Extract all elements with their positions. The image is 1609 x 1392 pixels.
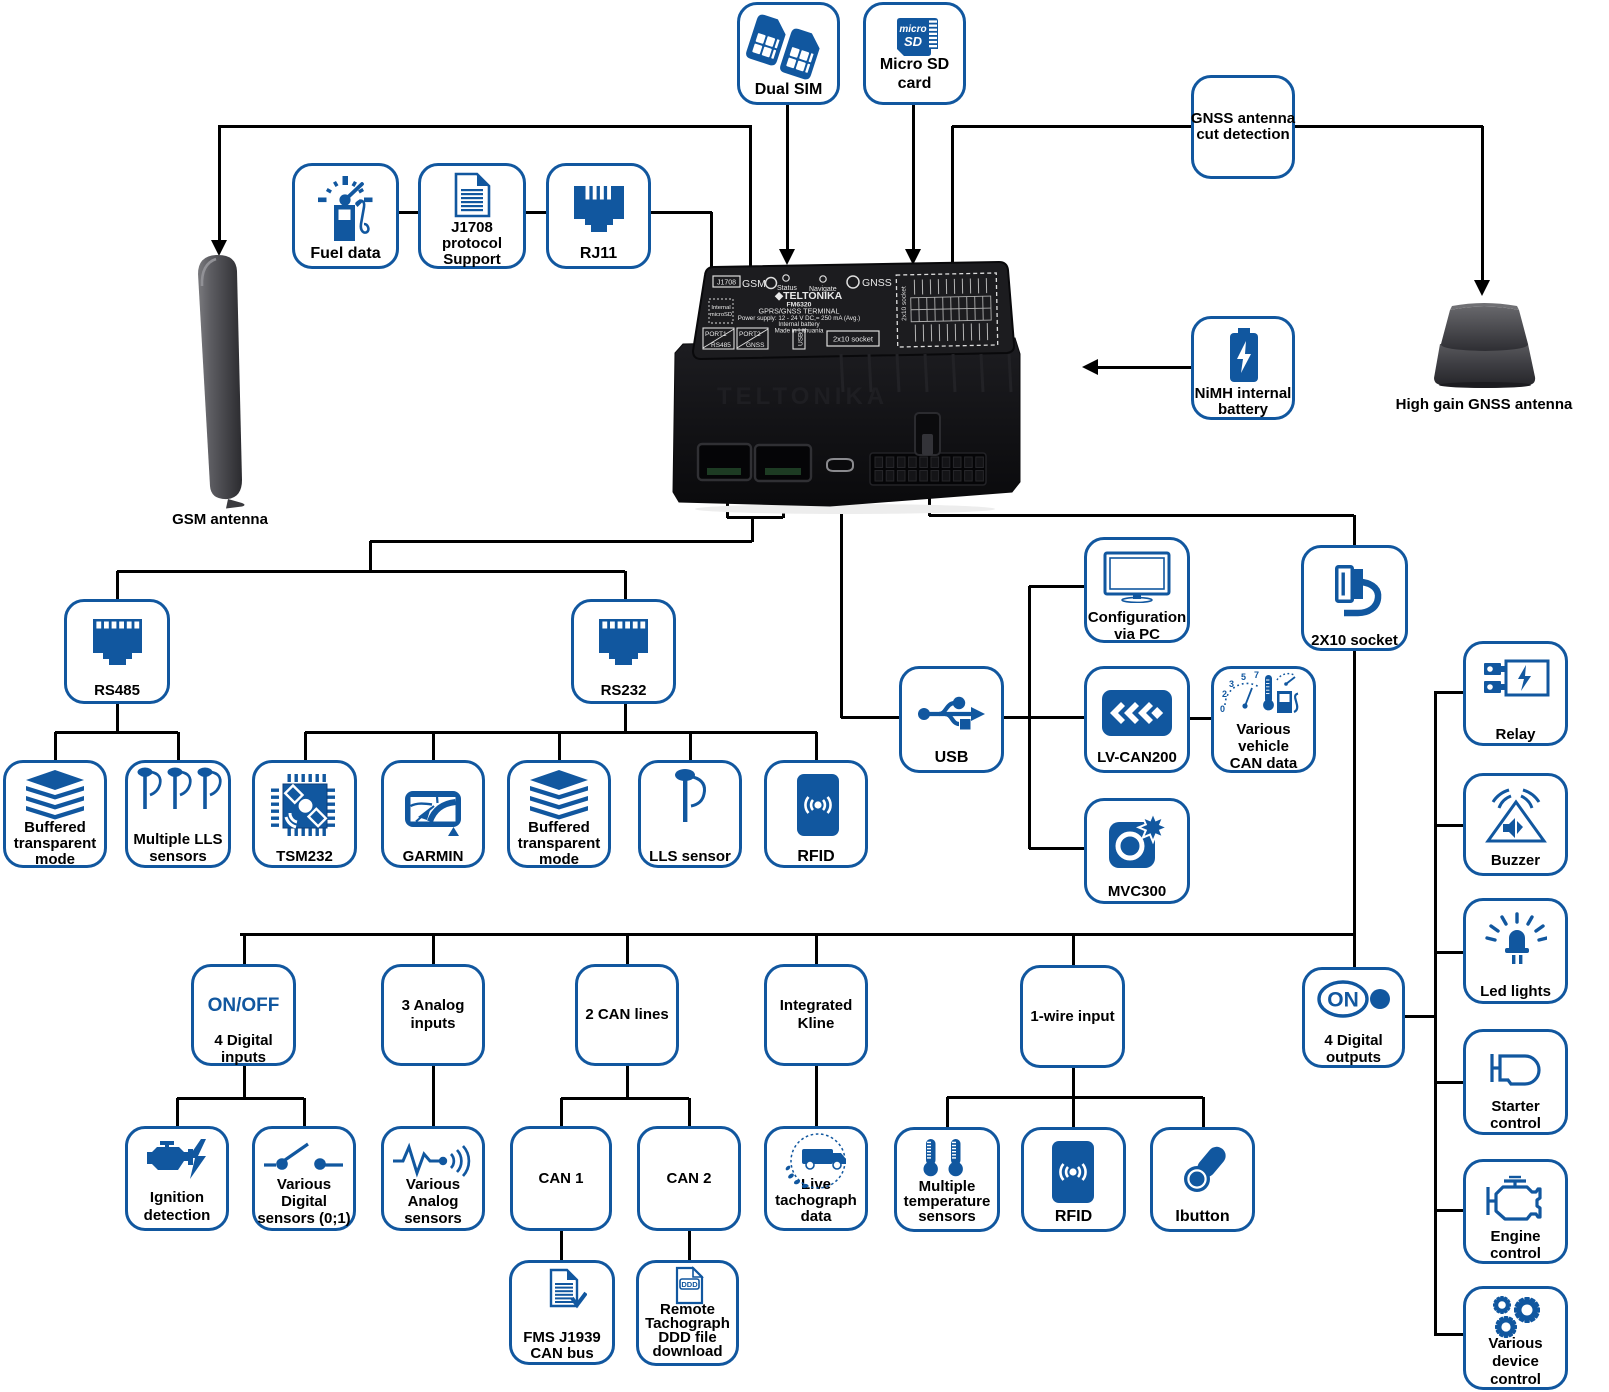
svg-text:J1708: J1708: [717, 280, 736, 287]
svg-text:PORT2: PORT2: [739, 331, 761, 338]
svg-text:Internal: Internal: [711, 305, 730, 311]
svg-text:microSD: microSD: [710, 312, 732, 318]
svg-text:3: 3: [1229, 679, 1234, 689]
svg-text:GPRS/GNSS TERMINAL: GPRS/GNSS TERMINAL: [759, 307, 840, 316]
svg-text:GNSS: GNSS: [862, 277, 892, 289]
svg-text:Power supply: 12 - 24 V DC,= 2: Power supply: 12 - 24 V DC,= 250 mA (Avg…: [738, 315, 861, 322]
svg-text:2x10 socket: 2x10 socket: [833, 335, 874, 344]
svg-text:PORT1: PORT1: [705, 331, 727, 338]
svg-text:TELTONIKA: TELTONIKA: [717, 383, 888, 410]
svg-text:DDD: DDD: [681, 1280, 698, 1289]
svg-text:GSM: GSM: [742, 278, 766, 290]
svg-text:2x10 socket: 2x10 socket: [900, 286, 908, 321]
svg-text:FM6320: FM6320: [787, 302, 812, 309]
svg-text:Made in Lithuania: Made in Lithuania: [775, 328, 824, 335]
svg-text:SD: SD: [904, 34, 923, 49]
svg-text:7: 7: [1254, 671, 1259, 680]
svg-text:Navigate: Navigate: [809, 286, 837, 293]
svg-text:RS485: RS485: [711, 342, 731, 349]
svg-text:Status: Status: [777, 285, 797, 292]
svg-text:◆TELTONIKA: ◆TELTONIKA: [774, 290, 843, 302]
svg-text:ON: ON: [1327, 989, 1359, 1012]
svg-text:5: 5: [1241, 672, 1246, 682]
svg-text:micro: micro: [899, 24, 926, 35]
svg-text:Internal battery: Internal battery: [778, 321, 820, 328]
svg-text:GNSS: GNSS: [746, 342, 765, 349]
svg-text:2: 2: [1222, 689, 1227, 699]
svg-text:0: 0: [1220, 704, 1225, 714]
svg-text:USB: USB: [798, 333, 805, 346]
